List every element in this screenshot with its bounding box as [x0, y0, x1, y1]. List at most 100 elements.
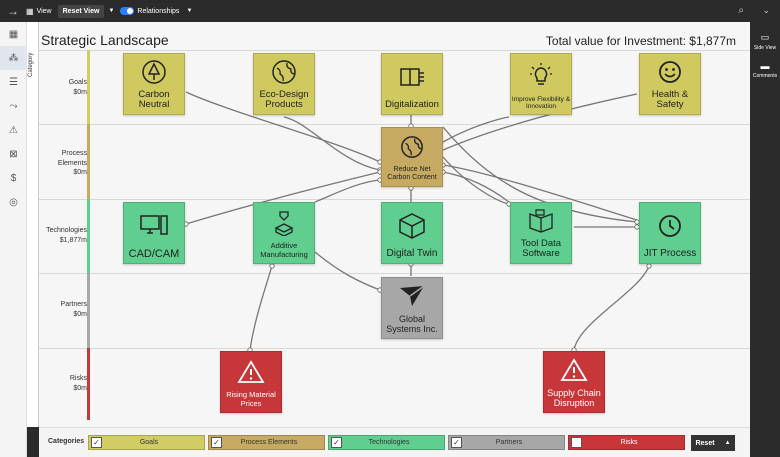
- checkbox-icon[interactable]: ✓: [211, 437, 222, 448]
- link-reduce-carbon-neutral[interactable]: [185, 91, 381, 163]
- node-label: Carbon Neutral: [138, 89, 170, 110]
- lane-label-risks: Risks $0m: [39, 374, 87, 393]
- back-arrow-icon[interactable]: →: [7, 4, 19, 18]
- lane-partners: [39, 273, 750, 348]
- reset-view-dropdown-icon[interactable]: ▼: [108, 8, 115, 14]
- lane-name: Partners: [60, 301, 87, 308]
- link-supply-jit[interactable]: [573, 265, 650, 351]
- node-cad-cam[interactable]: CAD/CAM: [123, 202, 185, 264]
- node-reduce-net-carbon[interactable]: Reduce Net Carbon Content: [381, 127, 443, 187]
- search-icon[interactable]: ⌕: [738, 5, 744, 16]
- node-label: Reduce Net Carbon Content: [387, 166, 437, 181]
- category-chip-partners[interactable]: ✓ Partners: [448, 435, 565, 450]
- node-label: Improve Flexibility & Innovation: [511, 96, 571, 110]
- node-digital-twin[interactable]: Digital Twin: [381, 202, 443, 264]
- link-cad-reduce[interactable]: [185, 171, 381, 225]
- node-improve-flexibility[interactable]: Improve Flexibility & Innovation: [510, 53, 572, 115]
- category-chip-technologies[interactable]: ✓ Technologies: [328, 435, 445, 450]
- category-chip-risks[interactable]: ✓ Risks: [568, 435, 685, 450]
- link-jit-reduce[interactable]: [442, 164, 638, 221]
- category-label: Goals: [139, 439, 159, 446]
- top-toolbar: → ▦ View Reset View ▼ Relationships ▼ ⌕ …: [0, 0, 780, 22]
- node-digitalization[interactable]: Digitalization: [381, 53, 443, 115]
- node-eco-design-products[interactable]: Eco-Design Products: [253, 53, 315, 115]
- categories-title: Categories: [48, 438, 85, 445]
- checkbox-icon[interactable]: ✓: [331, 437, 342, 448]
- node-label: Digital Twin: [386, 248, 438, 259]
- matrix-icon[interactable]: ⊠: [9, 148, 18, 160]
- category-label: Risks: [620, 439, 638, 446]
- lane-bar-risks: [87, 348, 90, 420]
- checkbox-icon[interactable]: ✓: [91, 437, 102, 448]
- lane-technologies: [39, 199, 750, 273]
- category-chip-process[interactable]: ✓ Process Elements: [208, 435, 325, 450]
- node-label: Additive Manufacturing: [260, 241, 308, 259]
- relationships-switch[interactable]: [120, 7, 135, 15]
- lane-goals: [39, 50, 750, 124]
- box-cube-icon: [398, 203, 426, 249]
- lane-bar-process: [87, 124, 90, 199]
- comment-icon: ▬: [760, 61, 770, 71]
- node-label: Rising Material Prices: [226, 390, 276, 408]
- lane-value: $0m: [73, 310, 87, 318]
- money-icon[interactable]: $: [10, 172, 17, 184]
- node-jit-process[interactable]: JIT Process: [639, 202, 701, 264]
- comments-button[interactable]: ▬ Comments: [750, 61, 780, 79]
- network-icon[interactable]: ⁂: [0, 46, 27, 70]
- company-logo-icon: [398, 278, 426, 314]
- globe-icon: [271, 54, 297, 90]
- overview-icon[interactable]: ▦: [8, 28, 19, 40]
- link-additive-reduce[interactable]: [314, 179, 381, 203]
- warning-icon[interactable]: ⚠: [9, 124, 18, 136]
- node-tool-data-software[interactable]: Tool Data Software: [510, 202, 572, 264]
- link-tool-reduce[interactable]: [442, 171, 510, 203]
- link-rising-additive[interactable]: [249, 265, 273, 351]
- lane-name: Risks: [69, 375, 87, 382]
- node-label: Health & Safety: [651, 89, 689, 110]
- side-view-button[interactable]: ▭ Side View: [750, 32, 780, 51]
- node-health-safety[interactable]: Health & Safety: [639, 53, 701, 115]
- relationships-dropdown-icon[interactable]: ▼: [186, 8, 193, 14]
- node-label: Tool Data Software: [520, 238, 562, 259]
- reset-button[interactable]: Reset ▲: [691, 435, 735, 451]
- node-label: Supply Chain Disruption: [547, 388, 601, 408]
- lane-value: $1,877m: [59, 236, 87, 244]
- strategic-landscape-canvas: Strategic Landscape Total value for Inve…: [39, 22, 750, 427]
- category-chip-goals[interactable]: ✓ Goals: [88, 435, 205, 450]
- node-supply-chain-disruption[interactable]: Supply Chain Disruption: [543, 351, 605, 413]
- globe-icon: [400, 128, 424, 166]
- lane-bar-partners: [87, 273, 90, 348]
- chevron-up-icon: ▲: [724, 440, 731, 446]
- link-reduce-improve[interactable]: [442, 116, 510, 143]
- link-additive-global[interactable]: [314, 251, 381, 291]
- node-global-systems[interactable]: Global Systems Inc.: [381, 277, 443, 339]
- lane-risks: [39, 348, 750, 427]
- list-icon[interactable]: ☰: [9, 76, 18, 88]
- category-label: Partners: [495, 439, 523, 446]
- lane-bar-technologies: [87, 199, 90, 273]
- trend-icon[interactable]: ⤳: [9, 100, 18, 112]
- open-box-icon: [526, 203, 556, 239]
- link-flex-tool[interactable]: [442, 156, 510, 205]
- digital-book-icon: [398, 54, 426, 100]
- fingerprint-icon[interactable]: ◎: [9, 196, 18, 208]
- node-carbon-neutral[interactable]: Carbon Neutral: [123, 53, 185, 115]
- node-label: Digitalization: [385, 99, 439, 110]
- node-label: JIT Process: [643, 248, 697, 259]
- checkbox-icon[interactable]: ✓: [451, 437, 462, 448]
- relationships-toggle[interactable]: Relationships ▼: [120, 7, 192, 15]
- view-menu[interactable]: ▦ View: [26, 7, 52, 16]
- reset-label: Reset: [695, 439, 715, 447]
- reset-view-button[interactable]: Reset View: [57, 4, 105, 18]
- node-rising-material-prices[interactable]: Rising Material Prices: [220, 351, 282, 413]
- link-reduce-eco-design[interactable]: [283, 116, 381, 171]
- tree-icon: [141, 54, 167, 90]
- chevron-down-icon[interactable]: ⌄: [762, 5, 770, 15]
- link-digitalization-jit[interactable]: [442, 126, 638, 223]
- node-additive-manufacturing[interactable]: Additive Manufacturing: [253, 202, 315, 264]
- checkbox-icon[interactable]: ✓: [571, 437, 582, 448]
- node-label: Eco-Design Products: [259, 89, 309, 110]
- lane-label-partners: Partners $0m: [39, 300, 87, 319]
- lane-label-goals: Goals $0m: [39, 78, 87, 97]
- warning-triangle-icon: [560, 352, 588, 388]
